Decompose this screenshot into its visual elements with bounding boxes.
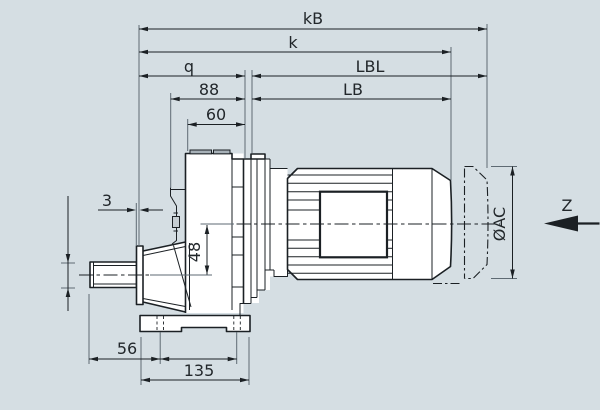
dim-label-48: 48: [185, 242, 204, 262]
eyebolt-boss: [250, 153, 266, 160]
dim-label-LB: LB: [343, 80, 363, 99]
extension-lines: [61, 24, 517, 385]
base-plate: [139, 314, 251, 333]
z-arrowhead: [544, 215, 578, 232]
machine-body-fills: [143, 153, 288, 313]
dim-label-k: k: [288, 33, 298, 52]
oil-plug: [172, 216, 180, 228]
dimension-labels: kB k q LBL LB 88 60 3 48 56 135 ØAC Z: [102, 9, 573, 380]
centerlines: [79, 223, 500, 276]
dim-label-3: 3: [102, 191, 112, 210]
dim-label-56: 56: [117, 339, 137, 358]
dim-label-q: q: [184, 57, 194, 76]
dim-label-kB: kB: [303, 9, 323, 28]
dimension-lines: [65, 26, 515, 383]
dim-label-LBL: LBL: [356, 57, 385, 76]
lug: [189, 149, 212, 155]
view-z-label: Z: [562, 196, 573, 215]
lug: [213, 149, 231, 155]
dim-label-AC: ØAC: [490, 207, 509, 241]
motor-nameplate: [318, 190, 389, 259]
dim-label-88: 88: [199, 80, 219, 99]
view-z-arrow: [544, 215, 600, 232]
motor: [286, 165, 489, 285]
dim-label-60: 60: [206, 105, 226, 124]
dim-label-135: 135: [184, 361, 215, 380]
